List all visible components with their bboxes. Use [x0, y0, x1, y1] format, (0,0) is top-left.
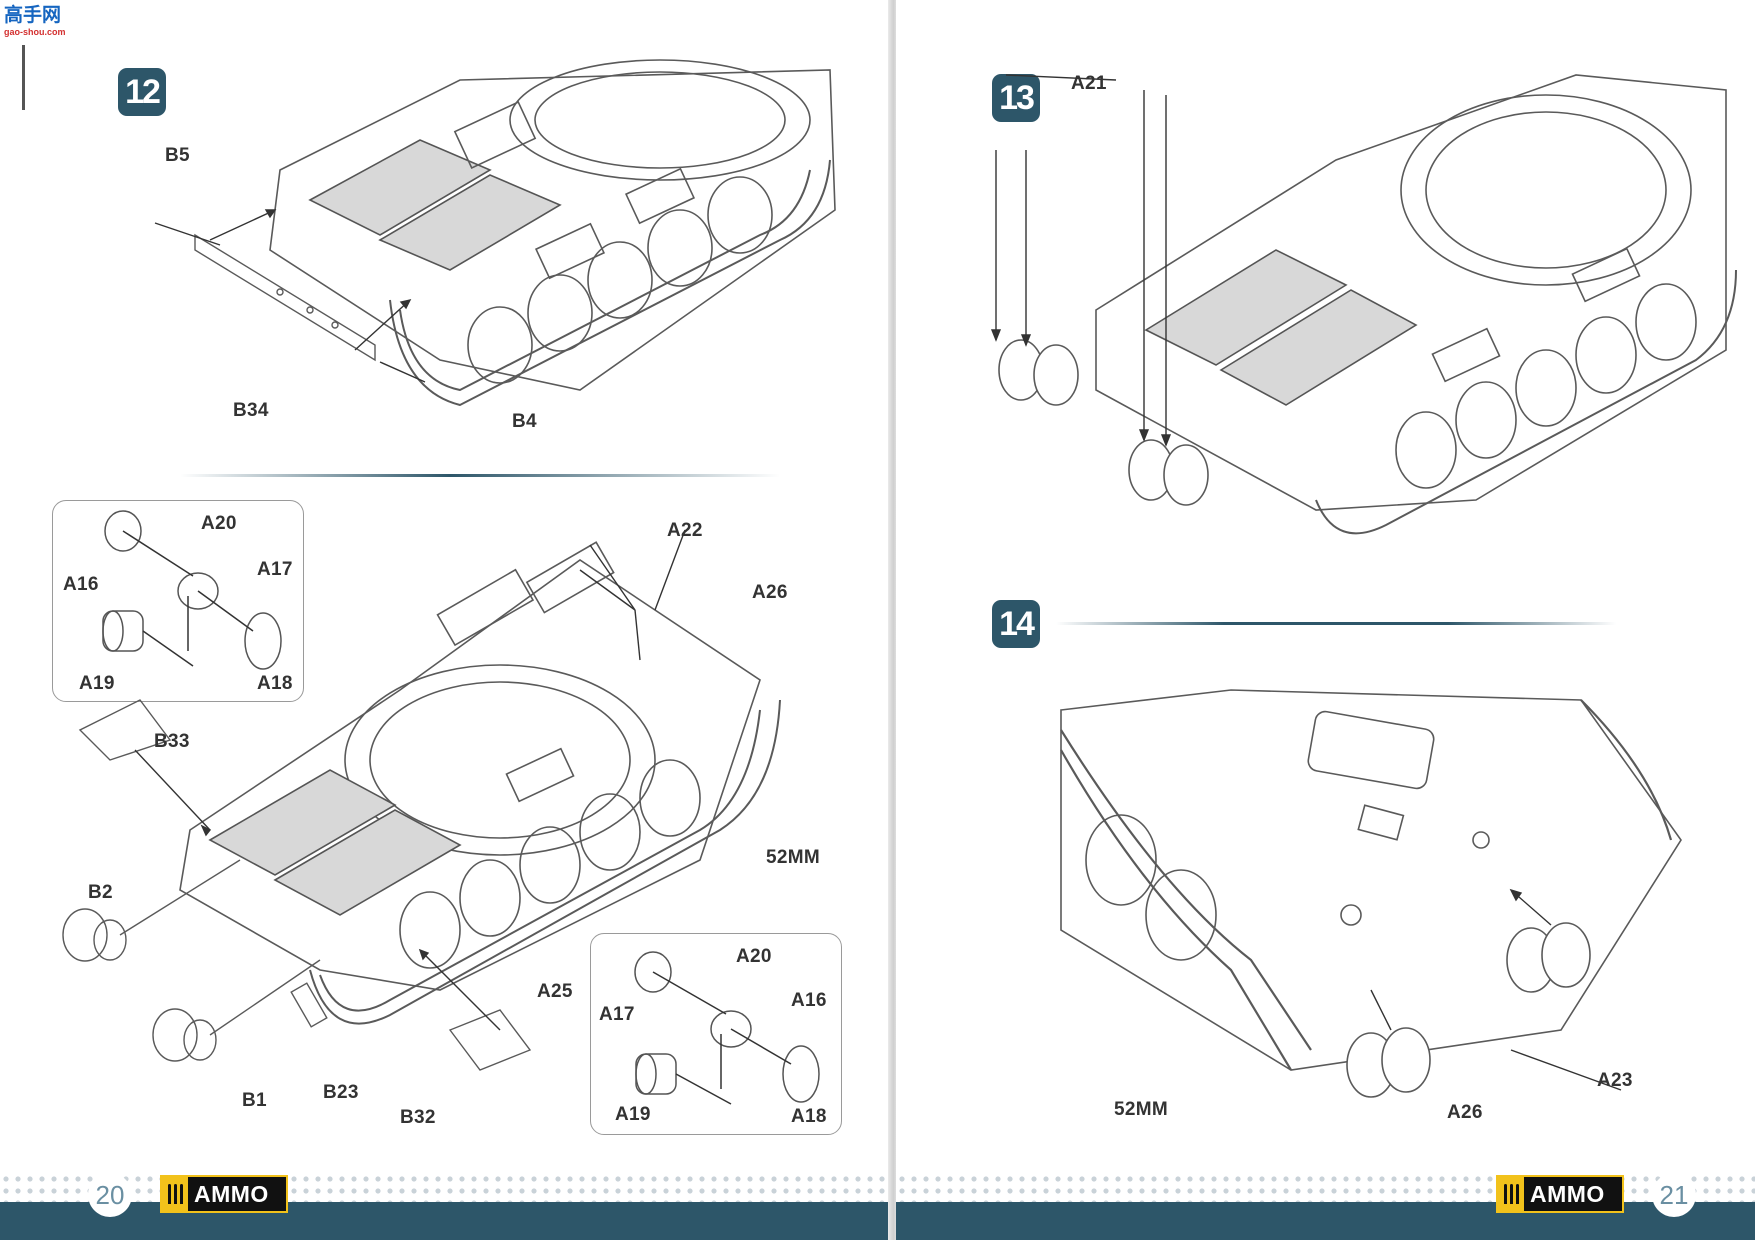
label-a18-top: A18 — [257, 673, 293, 694]
label-a19-bottom: A19 — [615, 1104, 651, 1125]
label-a20-top: A20 — [201, 513, 237, 534]
left-page: 高手网 gao-shou.com 12 — [0, 5, 892, 1240]
callout-idler-bottom: A20 A17 A16 A19 A18 — [590, 933, 842, 1135]
label-a18-bottom: A18 — [791, 1106, 827, 1127]
label-52mm: 52MM — [766, 847, 820, 868]
page-number-left: 20 — [88, 1173, 132, 1217]
ammo-logo-right: AMMO — [1496, 1175, 1624, 1213]
step-12-tank-rear-drawing — [154, 59, 836, 407]
section-divider — [180, 474, 780, 477]
bullets-icon-right — [1498, 1177, 1524, 1211]
idler-assembly-drawing-2 — [634, 951, 820, 1105]
binding-mark — [22, 45, 25, 110]
label-a23: A23 — [1597, 1070, 1633, 1091]
right-page: 13 A21 — [896, 0, 1755, 1240]
label-a19-top: A19 — [79, 673, 115, 694]
logo-text: AMMO — [194, 1180, 269, 1207]
callout-idler-top: A20 A16 A17 A19 A18 — [52, 500, 304, 702]
label-b1: B1 — [242, 1090, 267, 1111]
label-a17-bottom: A17 — [599, 1004, 635, 1025]
label-a17-top: A17 — [257, 559, 293, 580]
footer-band-right — [896, 1202, 1755, 1240]
step-14-tank-underside-drawing — [1060, 689, 1682, 1098]
label-a16-top: A16 — [63, 574, 99, 595]
label-a26: A26 — [752, 582, 788, 603]
right-footer: AMMO 21 — [896, 1165, 1755, 1240]
footer-dot-pattern-right — [896, 1173, 1755, 1203]
label-b5: B5 — [165, 145, 190, 166]
label-a26-right: A26 — [1447, 1102, 1483, 1123]
step-13-badge: 13 — [992, 74, 1040, 122]
label-b4: B4 — [512, 411, 537, 432]
label-a20-bottom: A20 — [736, 946, 772, 967]
bullets-icon — [162, 1177, 188, 1211]
watermark-logo: 高手网 — [4, 5, 62, 26]
page-number-right: 21 — [1652, 1173, 1696, 1217]
section-divider-right — [1056, 622, 1616, 625]
step-12-badge: 12 — [118, 68, 166, 116]
label-b23: B23 — [323, 1082, 359, 1103]
label-52mm-right: 52MM — [1114, 1099, 1168, 1120]
left-footer: 20 AMMO — [0, 1165, 892, 1240]
ammo-logo-left: AMMO — [160, 1175, 288, 1213]
step-lower-tank-drawing — [62, 529, 781, 1071]
label-b33: B33 — [154, 731, 190, 752]
label-b2: B2 — [88, 882, 113, 903]
label-b34: B34 — [233, 400, 269, 421]
step-14-badge: 14 — [992, 600, 1040, 648]
idler-assembly-drawing — [102, 510, 282, 670]
watermark-url: gao-shou.com — [4, 27, 66, 37]
logo-text-right: AMMO — [1530, 1180, 1605, 1207]
step-13-tank-drawing — [990, 74, 1737, 535]
label-a25: A25 — [537, 981, 573, 1002]
footer-band — [0, 1202, 892, 1240]
label-b32: B32 — [400, 1107, 436, 1128]
label-a16-bottom: A16 — [791, 990, 827, 1011]
label-a22: A22 — [667, 520, 703, 541]
footer-dot-pattern — [0, 1173, 892, 1203]
